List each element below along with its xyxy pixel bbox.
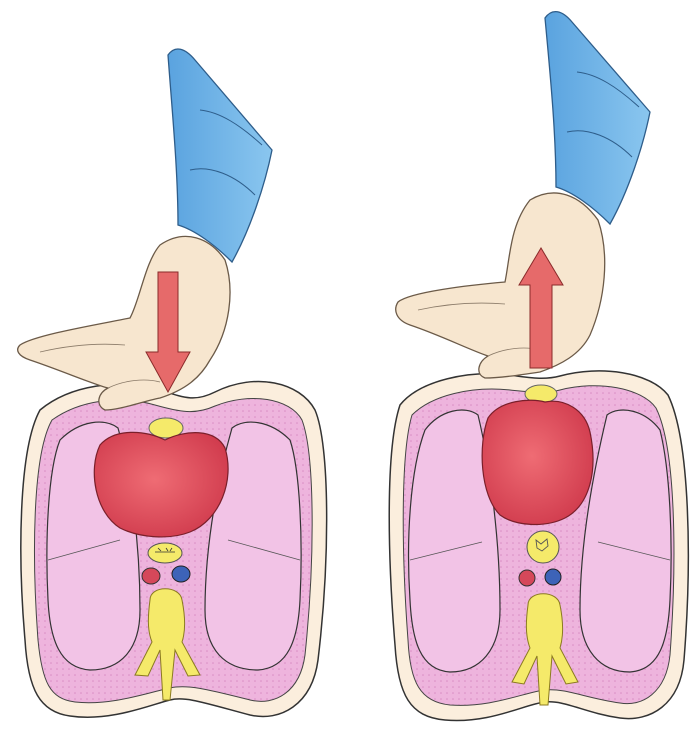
aorta-icon [519,570,535,586]
heart-icon [482,400,593,524]
hand-icon [18,236,230,410]
hand-icon [396,193,605,378]
sleeve-icon [168,49,272,262]
esophagus-icon [527,531,559,563]
panel-compression [18,49,327,717]
aorta-icon [142,568,160,584]
esophagus-icon [148,543,182,563]
vena-cava-icon [545,569,561,585]
vena-cava-icon [172,566,190,582]
sleeve-icon [545,12,650,224]
panel-decompression [389,12,688,721]
